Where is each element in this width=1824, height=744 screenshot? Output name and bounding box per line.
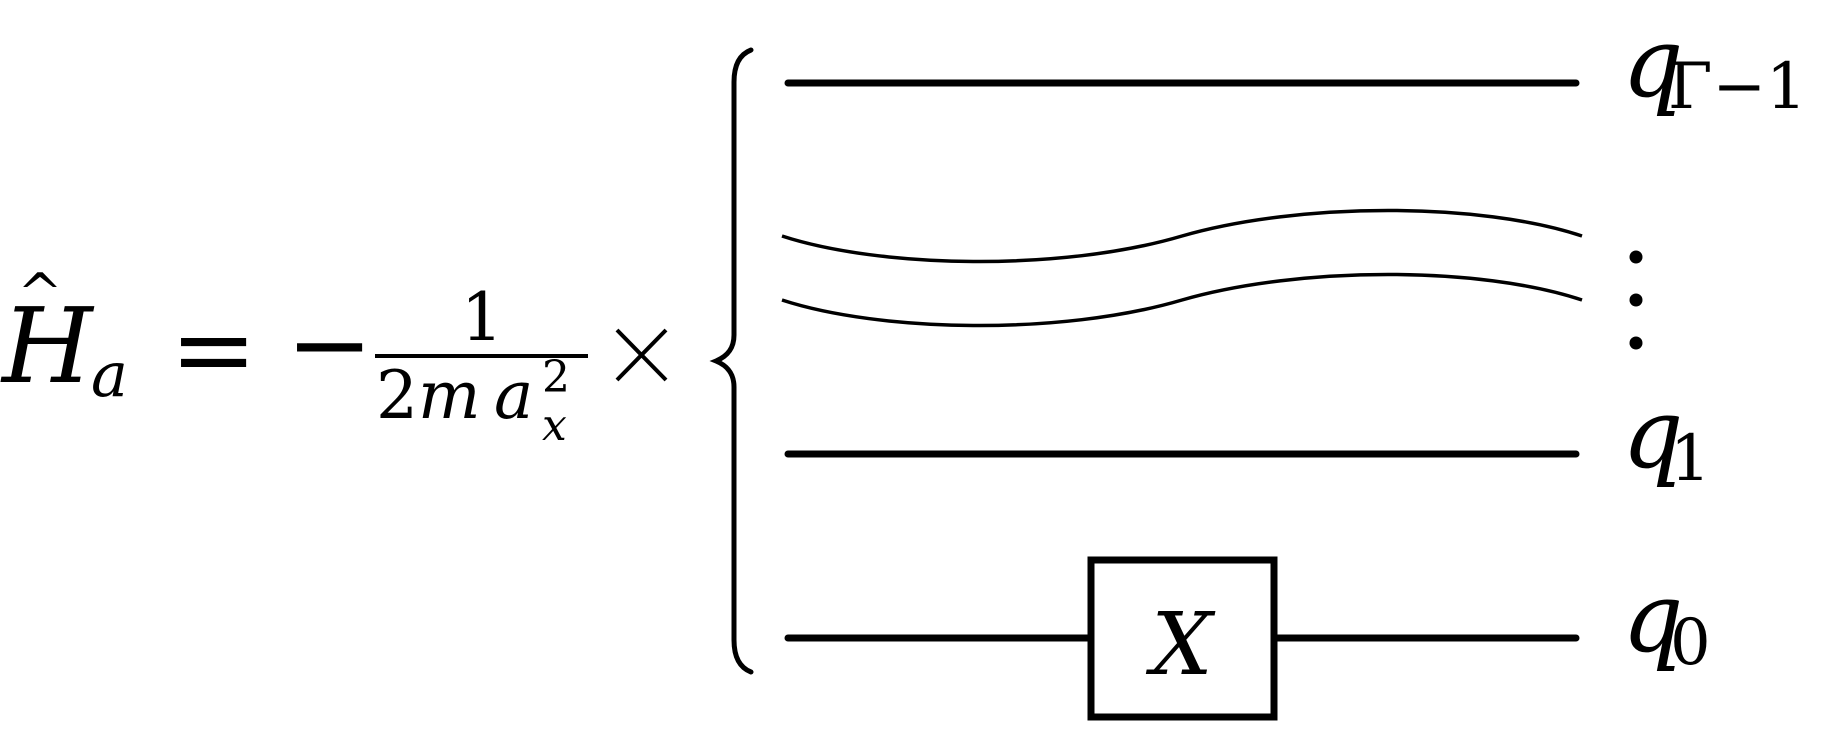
fraction-denominator-sub: x	[542, 400, 567, 451]
lhs-subscript: a	[91, 338, 128, 411]
label-q1-subscript: 1	[1670, 422, 1711, 496]
wavy-wire-lower	[781, 272, 1583, 328]
x-gate-label: X	[1145, 595, 1216, 695]
fraction-denominator-m: m	[418, 357, 481, 434]
x-gate: X	[1087, 556, 1278, 721]
qubit-labels: q Γ−1 q 1 q 0	[1622, 7, 1807, 680]
lhs-hat: ^	[17, 262, 62, 325]
fraction-denominator-a: a	[494, 357, 533, 434]
lhs-symbol: H	[0, 285, 95, 407]
label-q-gamma-minus-1-symbol: q	[1622, 7, 1683, 119]
vertical-ellipsis	[1629, 250, 1643, 350]
fraction-denominator-sup: 2	[542, 352, 570, 403]
label-q1-symbol: q	[1622, 378, 1683, 490]
x-gate-box	[1087, 556, 1278, 721]
fraction-denominator-coeff: 2	[376, 357, 418, 434]
equation: ^ H a = − 1 2 m a 2 x	[0, 262, 668, 451]
fraction-numerator: 1	[461, 279, 503, 356]
wavy-wire-upper	[781, 208, 1583, 264]
minus-sign: −	[286, 283, 373, 405]
qubit-wires	[784, 79, 1580, 642]
omitted-wires	[781, 208, 1583, 328]
label-q-gamma-minus-1-subscript: Γ−1	[1668, 50, 1807, 124]
times-sign	[615, 328, 668, 382]
label-q0-symbol: q	[1622, 562, 1683, 674]
left-brace	[709, 47, 754, 675]
equals-sign: =	[170, 288, 257, 410]
label-q0-subscript: 0	[1670, 606, 1711, 680]
